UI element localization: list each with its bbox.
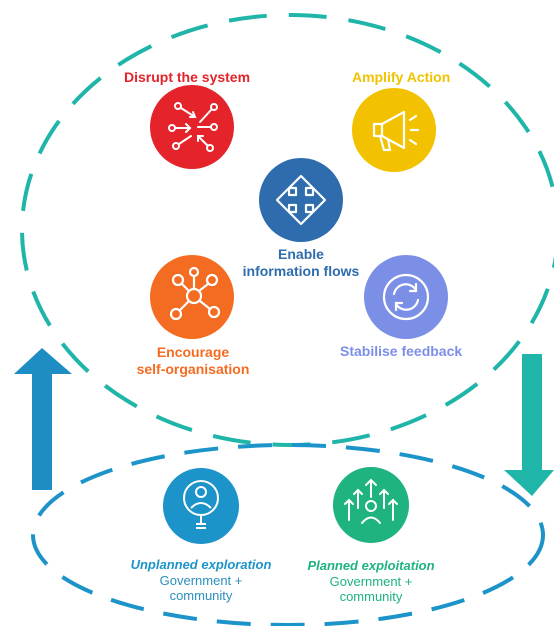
network-hub-icon — [169, 266, 221, 321]
encourage-label-line1: Encourage — [156, 344, 230, 360]
exploration-title: Unplanned exploration — [130, 557, 272, 572]
disrupt-node — [150, 85, 234, 169]
exploitation-subtitle-line2: community — [339, 589, 403, 604]
enable-label-line1: Enable — [278, 246, 324, 262]
four-way-arrows-icon — [275, 174, 327, 226]
megaphone-icon — [372, 110, 420, 152]
encourage-label: Encourage self-organisation — [118, 344, 268, 378]
person-growth-arrows-icon — [344, 478, 398, 524]
person-magnifier-icon — [183, 480, 219, 529]
exploration-node — [163, 468, 239, 544]
upper-loop-ellipse — [20, 13, 554, 447]
cycle-arrows-icon — [382, 273, 430, 321]
encourage-node — [150, 255, 234, 339]
amplify-node — [352, 88, 436, 172]
exploration-subtitle-line2: community — [169, 588, 233, 603]
encourage-label-line2: self-organisation — [136, 361, 250, 377]
exploration-subtitle-line1: Government + — [159, 573, 243, 588]
amplify-label: Amplify Action — [352, 69, 451, 85]
enable-label-line2: information flows — [242, 263, 360, 279]
enable-node — [259, 158, 343, 242]
exploitation-node — [333, 467, 409, 543]
disrupt-label: Disrupt the system — [124, 69, 251, 85]
up-arrow — [14, 348, 72, 490]
scatter-arrows-icon — [168, 102, 218, 152]
down-arrow — [504, 354, 554, 496]
exploitation-subtitle-line1: Government + — [329, 574, 413, 589]
enable-label: Enable information flows — [226, 246, 376, 280]
exploitation-title: Planned exploitation — [307, 558, 435, 573]
lower-loop-ellipse — [31, 443, 545, 627]
stabilise-label: Stabilise feedback — [340, 343, 463, 359]
stabilise-node — [364, 255, 448, 339]
